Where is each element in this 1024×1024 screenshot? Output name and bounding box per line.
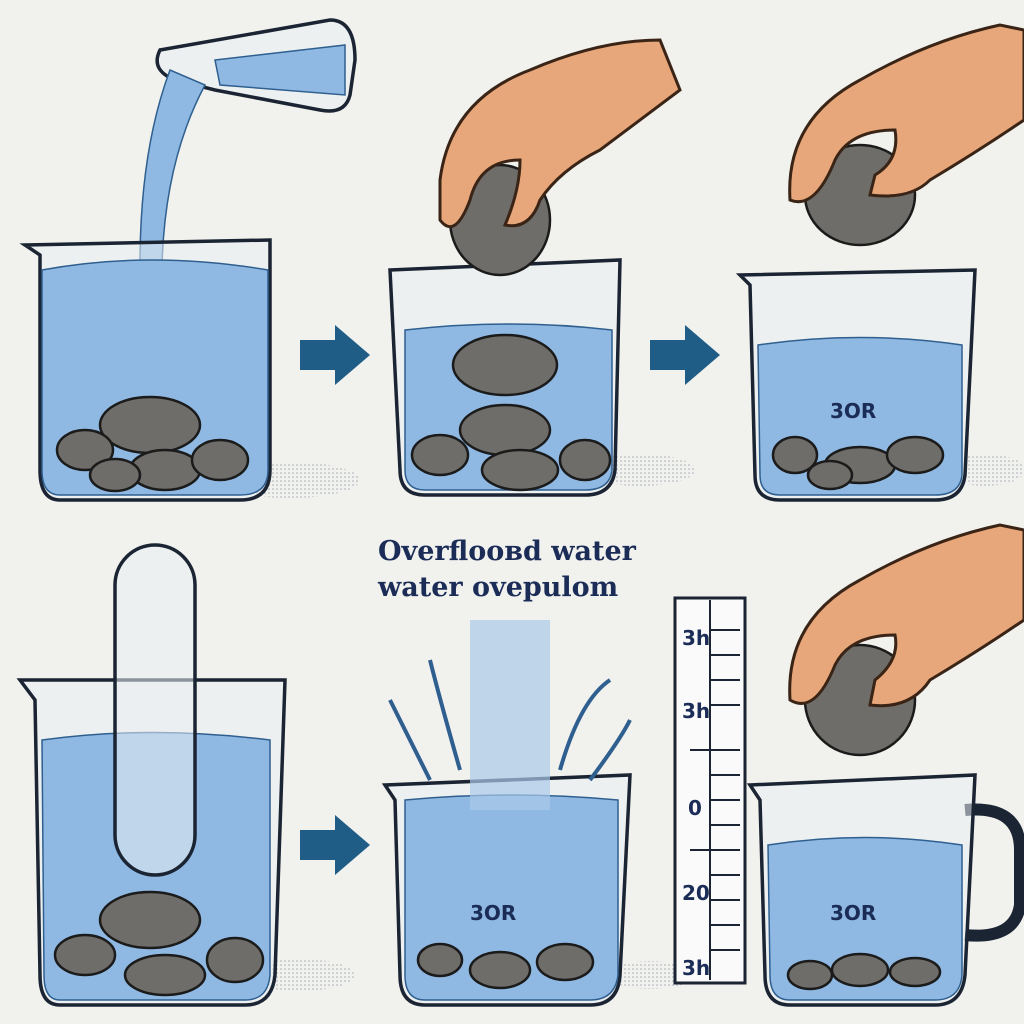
panel-1-pouring [19, 18, 360, 502]
rocks [53, 890, 265, 997]
splash [388, 659, 632, 782]
ruler-label: 20 [682, 881, 710, 905]
water-column [470, 620, 550, 810]
arrow-right-icon [300, 815, 370, 875]
ruler: 3h 3h 0 20 3h [673, 596, 747, 985]
flask-icon [155, 18, 357, 113]
panel-4-tube-in-beaker [16, 543, 355, 1007]
panel-3-rock-settled: 3OR [735, 23, 1024, 502]
ruler-label: 3h [682, 956, 710, 980]
rocks [410, 333, 612, 492]
arrow-right-icon [650, 325, 720, 385]
shadow [605, 961, 695, 989]
panel-5-overflow: 3OR [381, 620, 695, 1007]
beaker-volume-mark: 3OR [470, 901, 516, 925]
hand [438, 38, 682, 229]
caption-line-1: Overfloовd water [378, 536, 637, 567]
ruler-label: 0 [688, 796, 702, 820]
panel-6-measuring-mug: 3OR [746, 523, 1024, 1007]
hand [788, 523, 1024, 708]
beaker-volume-mark: 3OR [830, 901, 876, 925]
hand [788, 23, 1024, 203]
ruler-label: 3h [682, 699, 710, 723]
beaker-volume-mark: 3OR [830, 399, 876, 423]
rocks [416, 942, 595, 990]
test-tube [113, 543, 197, 877]
water-stream [139, 69, 207, 266]
panel-2-dropping-rock [388, 38, 695, 497]
rocks [771, 435, 945, 491]
caption-line-2: water ovepulom [377, 572, 618, 603]
mug-handle [964, 803, 1024, 942]
rocks [55, 395, 250, 493]
ruler-label: 3h [682, 626, 710, 650]
rocks [786, 952, 942, 991]
arrow-right-icon [300, 325, 370, 385]
